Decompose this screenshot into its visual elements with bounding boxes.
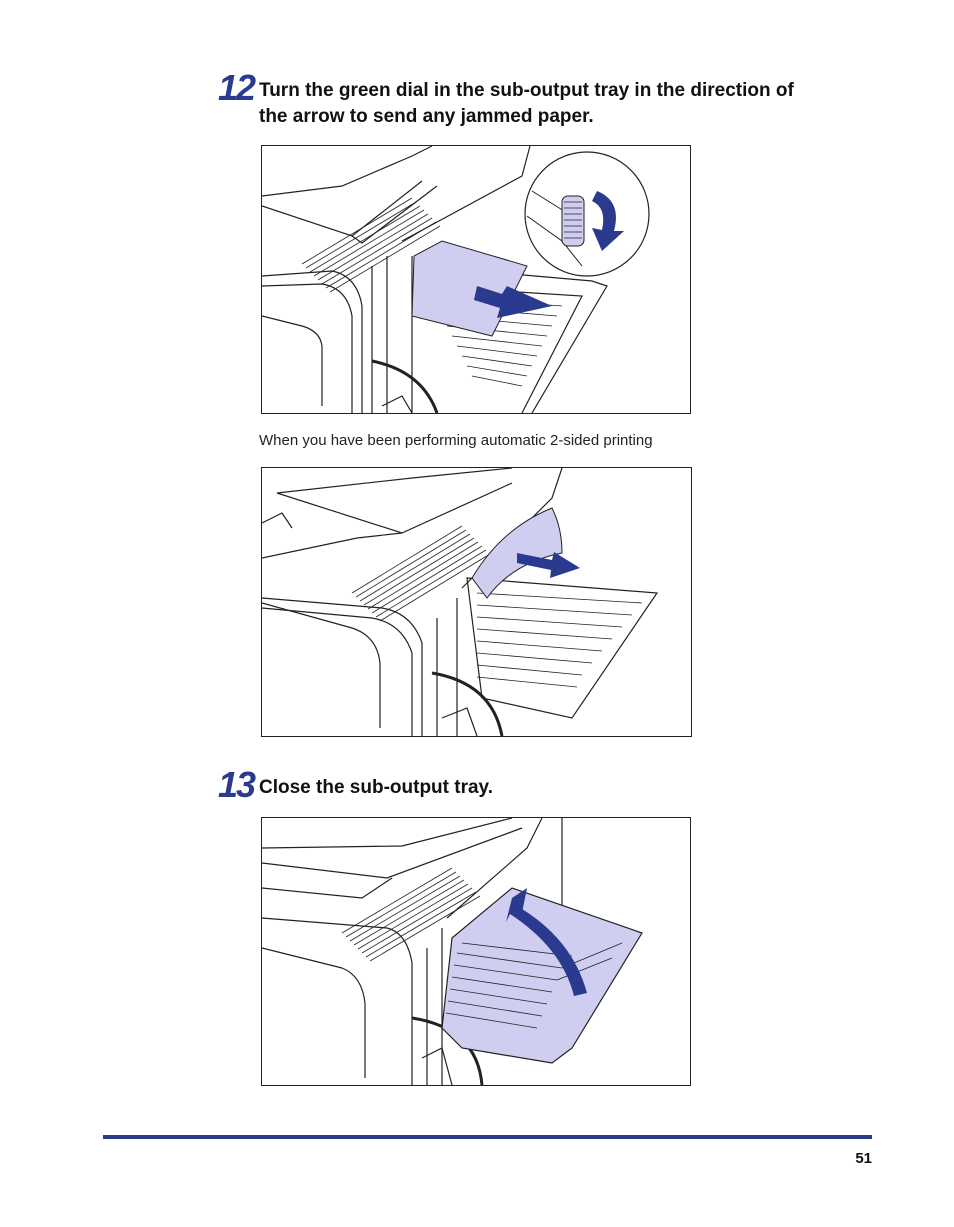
green-dial — [561, 195, 585, 247]
step-12-line-2: the arrow to send any jammed paper. — [259, 106, 594, 127]
arrow-right-icon — [474, 286, 552, 318]
curved-arrow-up-icon — [506, 888, 587, 996]
figure-dial-jam — [261, 145, 691, 414]
step-12-line-1: Turn the green dial in the sub-output tr… — [259, 80, 794, 101]
figure-close-tray — [261, 817, 691, 1086]
step-12-instruction: Turn the green dial in the sub-output tr… — [259, 78, 879, 130]
caption-duplex: When you have been performing automatic … — [259, 432, 653, 449]
page-number: 51 — [855, 1150, 872, 1167]
curved-arrow-icon — [592, 191, 624, 251]
sub-output-tray — [441, 887, 643, 1064]
arrow-right-icon — [517, 552, 580, 578]
step-13-instruction: Close the sub-output tray. — [259, 777, 493, 798]
step-13-number: 13 — [218, 764, 256, 805]
figure-duplex-jam — [261, 467, 692, 737]
step-12-number: 12 — [218, 67, 256, 108]
footer-rule — [103, 1135, 872, 1139]
